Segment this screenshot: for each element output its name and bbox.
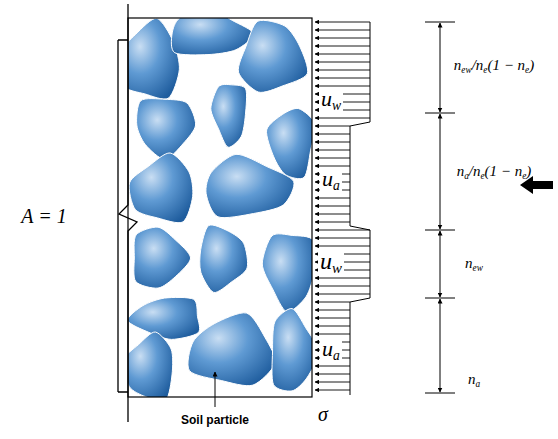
soil-particle (206, 154, 294, 217)
soil-particle (137, 99, 196, 160)
stress-arrow (315, 134, 350, 135)
stress-arrow (315, 222, 350, 223)
stress-arrow (315, 310, 350, 311)
stress-arrow (315, 382, 350, 383)
stress-arrow (315, 38, 370, 39)
stress-arrow (315, 286, 370, 287)
area-label: A = 1 (21, 205, 66, 227)
soil-particle (238, 20, 307, 92)
dimension-lines (425, 22, 455, 393)
fraction-label: na/ne(1 − ne) (457, 163, 532, 181)
dimension-arrow (440, 299, 441, 392)
dimension-arrow (440, 23, 441, 112)
stress-arrow (315, 238, 370, 239)
soil-particles (128, 18, 312, 397)
stress-arrow (315, 22, 370, 23)
stress-arrow (315, 374, 350, 375)
dimension-arrow (440, 231, 441, 297)
soil-particle (171, 18, 254, 55)
stress-arrow (315, 198, 350, 199)
stress-arrow (315, 158, 350, 159)
fraction-label: na (468, 371, 480, 389)
stress-arrow (315, 206, 350, 207)
soil-particle (134, 227, 191, 288)
stress-arrow (315, 246, 370, 247)
stress-arrow (315, 150, 350, 151)
stress-profile (350, 22, 370, 395)
pore-air-pressure: ua (320, 337, 342, 363)
dimension-tick (425, 298, 455, 299)
stress-arrows (315, 22, 370, 395)
soil-particle (211, 84, 247, 147)
stress-arrow (315, 326, 350, 327)
stress-arrow (315, 318, 350, 319)
stress-arrow (315, 302, 350, 303)
stress-arrow (315, 70, 370, 71)
stress-arrow (315, 334, 350, 335)
soil-particle (267, 108, 312, 178)
dimension-tick (425, 230, 455, 231)
stress-arrow (315, 214, 350, 215)
stress-arrow (315, 46, 370, 47)
dimension-arrow (440, 114, 441, 229)
stress-arrow (315, 126, 350, 127)
leader-line (215, 372, 216, 407)
soil-particle (200, 225, 248, 293)
soil-element (128, 18, 312, 397)
stress-arrow (315, 30, 370, 31)
soil-particle (128, 332, 173, 397)
fraction-label: new (465, 255, 483, 273)
dimension-tick (425, 393, 455, 394)
total-stress-symbol: σ (318, 403, 328, 425)
fraction-label: new/ne(1 − ne) (454, 57, 534, 75)
pore-air-pressure: ua (320, 167, 342, 193)
stress-arrow (315, 230, 370, 231)
stress-arrow (315, 54, 370, 55)
stress-arrow (315, 78, 370, 79)
stress-arrow (315, 390, 350, 391)
pore-water-pressure: uw (318, 248, 344, 277)
stress-arrow (315, 142, 350, 143)
stress-arrow (315, 366, 350, 367)
soil-particle (262, 234, 312, 312)
stress-arrow (315, 294, 370, 295)
soil-particle (128, 297, 200, 339)
stress-arrow (315, 118, 370, 119)
dimension-tick (425, 22, 455, 23)
pore-water-pressure: uw (319, 87, 343, 113)
break-line (119, 4, 137, 422)
stress-arrow (315, 278, 370, 279)
dimension-tick (425, 113, 455, 114)
soil-particle-label: Soil particle (181, 414, 249, 427)
soil-particle (272, 309, 312, 392)
soil-particle (129, 153, 193, 223)
stress-arrow (315, 62, 370, 63)
soil-particle (188, 313, 275, 386)
soil-particle (128, 18, 179, 99)
